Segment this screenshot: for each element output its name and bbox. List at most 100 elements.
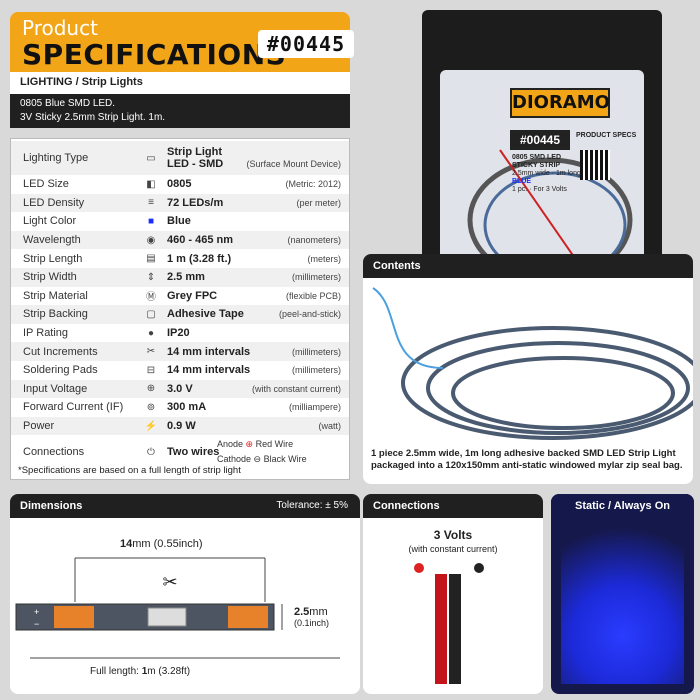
dimensions-panel: Dimensions Tolerance: ± 5% 14mm (0.55inc… xyxy=(10,494,360,694)
contents-strip-image xyxy=(372,287,693,440)
material-icon: Ⓜ xyxy=(146,292,156,304)
interval-inch: (0.55inch) xyxy=(153,538,203,550)
spec-row: Strip Length▤1 m (3.28 ft.)(meters) xyxy=(11,249,349,268)
spec-value-main: Two wires xyxy=(167,446,220,459)
dimensions-title: Dimensions xyxy=(10,494,360,518)
spec-note: (meters) xyxy=(307,253,342,264)
spec-value: 14 mm intervals xyxy=(161,364,250,376)
header-product: Product xyxy=(22,16,98,40)
cathode-label: Cathode xyxy=(217,454,252,465)
width-inch: (0.1inch) xyxy=(294,618,330,628)
spec-label: Soldering Pads xyxy=(23,364,98,377)
connections-panel: Connections 3 Volts (with constant curre… xyxy=(363,494,543,694)
spec-value-main: 1 m (3.28 ft.) xyxy=(167,252,232,265)
wires-image xyxy=(414,563,484,684)
dioramo-logo: DIORAMO xyxy=(510,88,610,118)
spec-value: 300 mA xyxy=(161,401,206,413)
bag-code: #00445 xyxy=(510,130,570,150)
spec-row: Strip Width⇕2.5 mm(millimeters) xyxy=(11,268,349,287)
spec-value-main: Adhesive Tape xyxy=(167,308,244,321)
qr-code-icon xyxy=(580,150,610,180)
full-unit: m xyxy=(147,666,156,677)
spec-note: (peel-and-stick) xyxy=(278,309,341,320)
spec-note: (Metric: 2012) xyxy=(285,179,341,190)
spec-note: (with constant current) xyxy=(251,383,341,394)
ruler-icon: ▤ xyxy=(146,253,156,265)
spec-row: Input Voltage ⊕ 3.0 V (with constant curren… xyxy=(11,379,349,399)
black-wire-label: Black Wire xyxy=(263,454,307,465)
spec-note: (Surface Mount Device) xyxy=(246,159,341,169)
interval-value: 14 xyxy=(120,538,133,550)
bolt-icon: ⚡ xyxy=(144,420,158,432)
anode-label: Anode xyxy=(217,439,244,450)
spec-value-main: 3.0 V xyxy=(167,382,193,395)
spec-value: Blue xyxy=(161,215,191,227)
contents-text: 1 piece 2.5mm wide, 1m long adhesive bac… xyxy=(371,448,683,472)
svg-text:✂: ✂ xyxy=(162,572,177,592)
spec-label: Forward Current (IF) xyxy=(23,401,124,414)
strip-icon: ▭ xyxy=(146,152,156,164)
spec-label: Lighting Type xyxy=(23,152,89,164)
spec-value-main: Grey FPC xyxy=(167,289,218,302)
description-line1: 0805 Blue SMD LED. xyxy=(20,98,116,109)
pads-icon: ⊟ xyxy=(146,364,156,376)
contents-panel: Contents 1 piece 2.5mm wide, 1m long adh… xyxy=(363,254,693,484)
bag-line1: 0805 SMD LED xyxy=(512,154,562,161)
bag-line3: 2.5mm wide · 1m long xyxy=(512,170,581,177)
spec-row: Light Color■Blue xyxy=(11,212,349,231)
full-length: Full length: 1m (3.28ft) xyxy=(90,666,190,677)
minus-icon: ⊖ xyxy=(253,454,262,465)
bag-specs: PRODUCT SPECS xyxy=(576,132,637,139)
spec-note: (watt) xyxy=(318,421,342,432)
static-panel: Static / Always On xyxy=(551,494,694,694)
description: 0805 Blue SMD LED. 3V Sticky 2.5mm Strip… xyxy=(10,94,350,128)
spec-value-main: Blue xyxy=(167,215,191,228)
svg-text:+: + xyxy=(34,607,39,617)
full-ft: (3.28ft) xyxy=(158,666,191,677)
strip-diagram: ✂ + − xyxy=(15,557,340,659)
spec-value: Adhesive Tape xyxy=(161,308,244,320)
current-icon: ⊚ xyxy=(146,401,156,413)
density-icon: ≡ xyxy=(148,197,154,209)
connections-title: Connections xyxy=(363,494,543,518)
spec-value: 72 LEDs/m xyxy=(161,197,223,209)
spec-row: Wavelength◉460 - 465 nm(nanometers) xyxy=(11,230,349,250)
spec-value-main: Strip Light xyxy=(167,146,222,158)
spec-value-main: 2.5 mm xyxy=(167,271,205,284)
width-icon: ⇕ xyxy=(146,271,156,283)
spec-row: IP Rating●IP20 xyxy=(11,323,349,343)
spec-value: IP20 xyxy=(161,327,190,339)
spec-row: Power⚡0.9 W(watt) xyxy=(11,416,349,436)
spec-label: LED Size xyxy=(23,178,69,191)
plug-icon: ⏻ xyxy=(147,446,155,458)
volts-label: 3 Volts xyxy=(433,528,473,542)
spec-row: Strip Backing▢Adhesive Tape(peel-and-sti… xyxy=(11,305,349,324)
spec-value-secondary: LED - SMD xyxy=(167,158,224,170)
header-specifications: SPECIFICATIONS xyxy=(22,38,287,71)
spec-value-main: IP20 xyxy=(167,327,190,340)
spec-value: Grey FPC xyxy=(161,290,217,302)
color-swatch-icon: ■ xyxy=(147,215,155,227)
spec-value: 0.9 W xyxy=(161,420,196,432)
voltage-icon: ⊕ xyxy=(146,383,156,395)
tolerance: Tolerance: ± 5% xyxy=(276,500,348,511)
bag-line4: BLUE xyxy=(512,178,532,185)
spec-value: 3.0 V xyxy=(161,383,193,395)
width-label: 2.5mm(0.1inch) xyxy=(294,606,329,628)
spec-value: 1 m (3.28 ft.) xyxy=(161,253,231,265)
full-label: Full length: xyxy=(90,666,139,677)
static-title: Static / Always On xyxy=(551,494,694,518)
spec-note: (per meter) xyxy=(296,197,341,208)
spec-label: IP Rating xyxy=(23,327,69,340)
plus-icon xyxy=(414,563,424,573)
spec-value: 14 mm intervals xyxy=(161,346,250,358)
spec-note: (flexible PCB) xyxy=(285,290,341,301)
spec-note: (millimeters) xyxy=(292,365,341,376)
contents-text1: 1 piece 2.5mm wide, 1m long adhesive bac… xyxy=(371,448,676,459)
full-value: 1 xyxy=(141,666,148,677)
product-code: #00445 xyxy=(258,30,354,58)
spec-label: Input Voltage xyxy=(23,382,88,395)
